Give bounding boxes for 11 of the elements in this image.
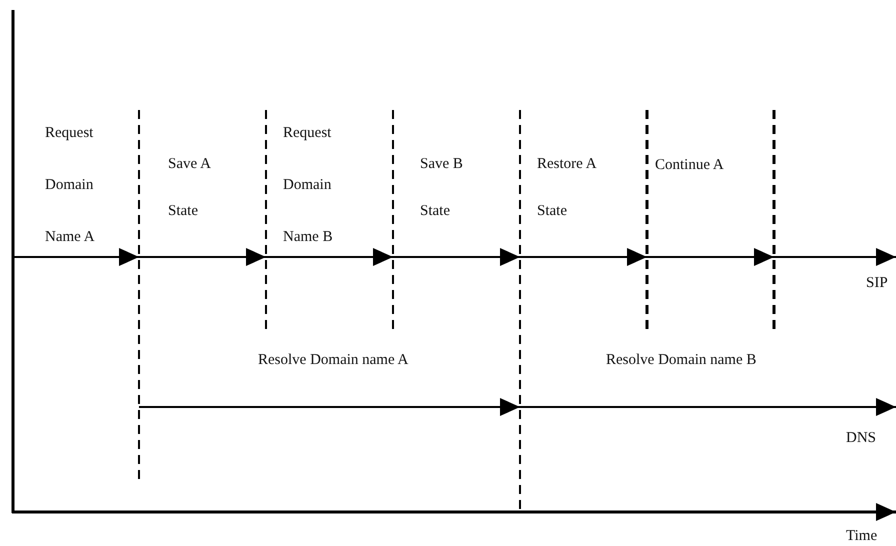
- lane-label: DNS: [846, 429, 876, 448]
- phase-label: Save A State: [168, 155, 212, 221]
- phase-label: Restore A State: [537, 155, 598, 221]
- phase-label: Resolve Domain name A: [258, 351, 408, 370]
- phase-label: Resolve Domain name B: [606, 351, 756, 370]
- phase-label: Save B State: [420, 155, 464, 221]
- lane-label: SIP: [866, 274, 888, 293]
- phase-label: Continue A: [655, 156, 724, 175]
- phase-label: Request Domain Name A: [45, 124, 96, 247]
- axis-label: Time: [846, 527, 878, 545]
- phase-label: Request Domain Name B: [283, 124, 334, 247]
